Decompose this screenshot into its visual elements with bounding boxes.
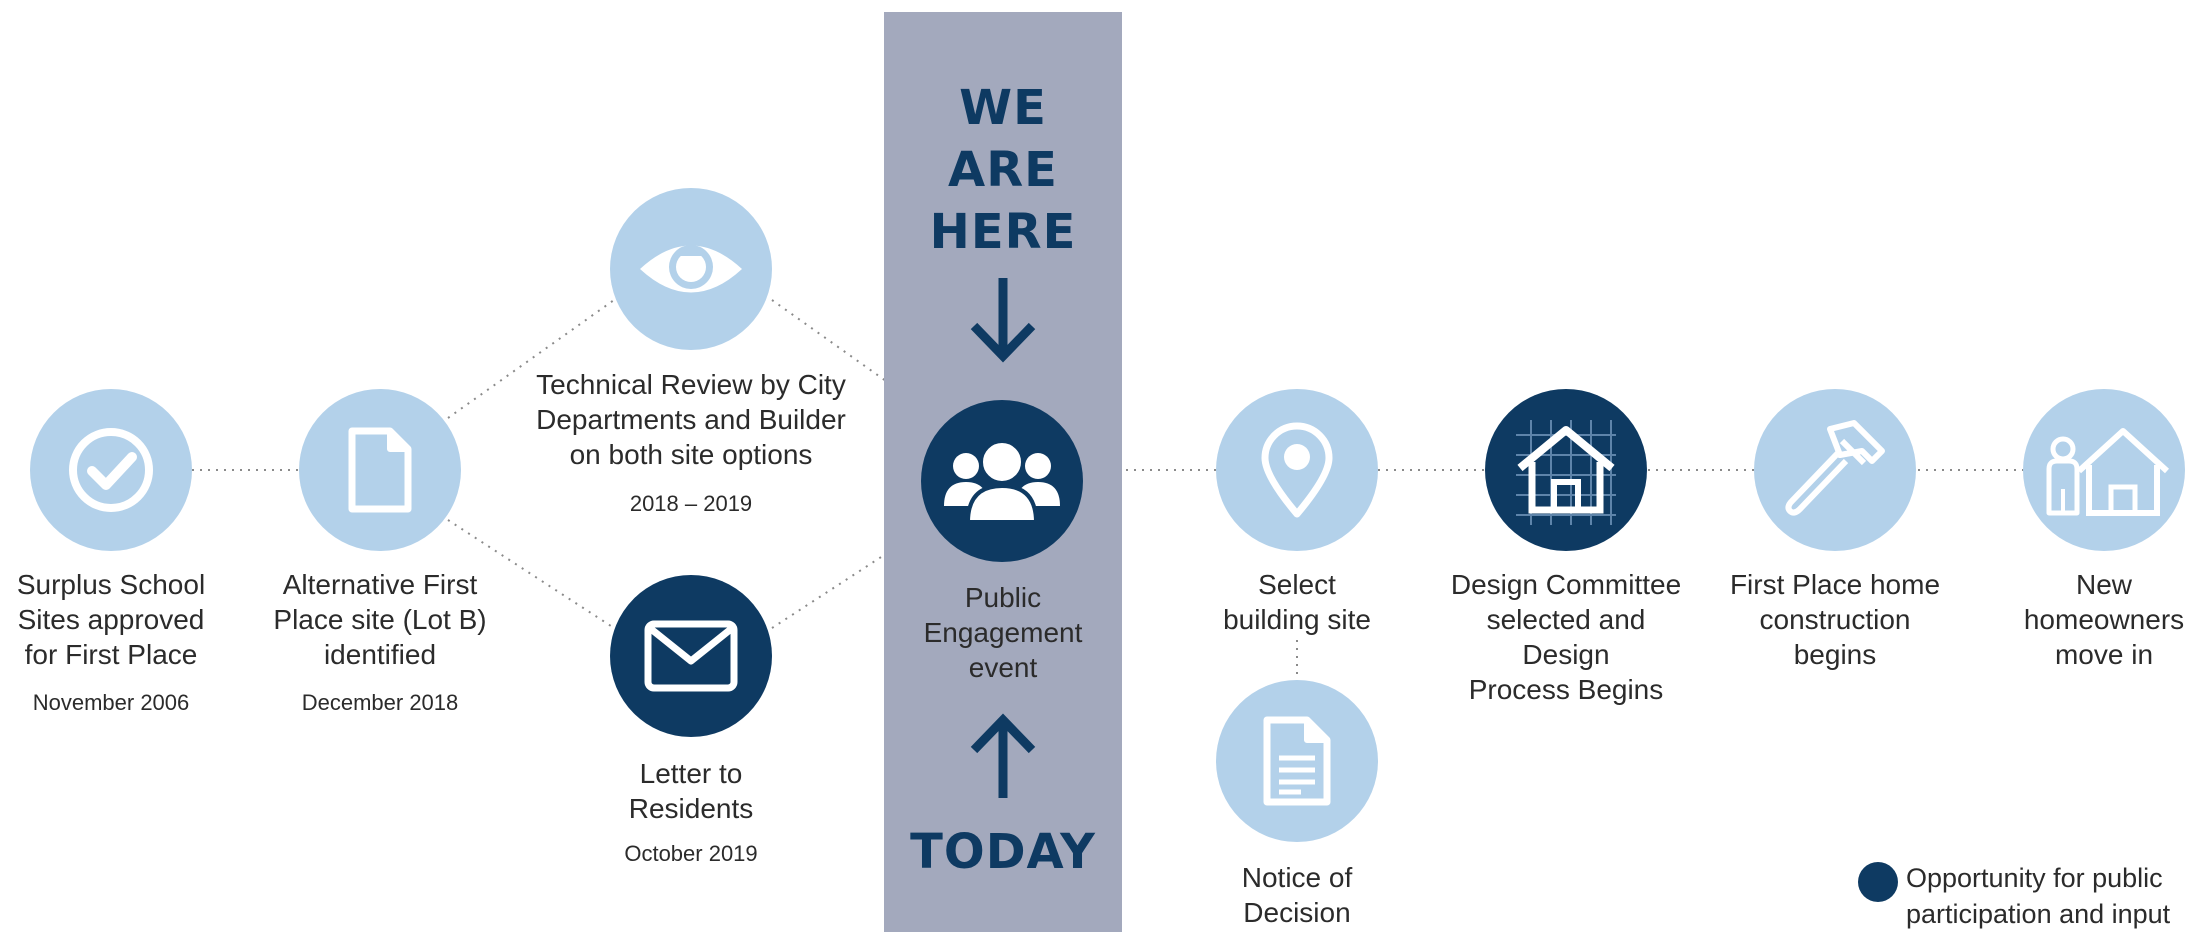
here-text: HERE [929, 204, 1077, 260]
milestone-school-sites [30, 389, 192, 551]
date-technical-review: 2018 – 2019 [629, 491, 753, 516]
milestone-notice-of-decision [1216, 680, 1378, 842]
legend-dot [1858, 862, 1898, 902]
envelope-icon [644, 620, 738, 692]
document-icon [348, 427, 412, 513]
people-icon [944, 439, 1060, 524]
hammer-icon [1785, 420, 1885, 516]
date-alternative-site: December 2018 [301, 690, 459, 715]
milestone-public-engagement [921, 400, 1083, 562]
legend-text: Opportunity for public participation and… [1906, 863, 2171, 929]
today-text: TODAY [910, 824, 1096, 880]
are-text: ARE [948, 142, 1058, 198]
arrow-down-icon [884, 274, 1122, 364]
milestone-move-in [2023, 389, 2185, 551]
eye-icon [640, 245, 742, 293]
location-pin-icon [1261, 422, 1333, 518]
date-letter-to-residents: October 2019 [624, 841, 758, 866]
arrow-up-icon [884, 712, 1122, 802]
notice-document-icon [1263, 716, 1331, 806]
we-text: WE [959, 80, 1047, 136]
milestone-design-committee [1485, 389, 1647, 551]
milestone-alternative-site [299, 389, 461, 551]
milestone-select-site [1216, 389, 1378, 551]
milestone-construction [1754, 389, 1916, 551]
house-blueprint-icon [1516, 420, 1616, 525]
checkmark-icon [69, 428, 153, 512]
milestone-letter-to-residents [610, 575, 772, 737]
date-school-sites: November 2006 [32, 690, 190, 715]
milestone-technical-review [610, 188, 772, 350]
homeowner-house-icon [2046, 428, 2169, 516]
